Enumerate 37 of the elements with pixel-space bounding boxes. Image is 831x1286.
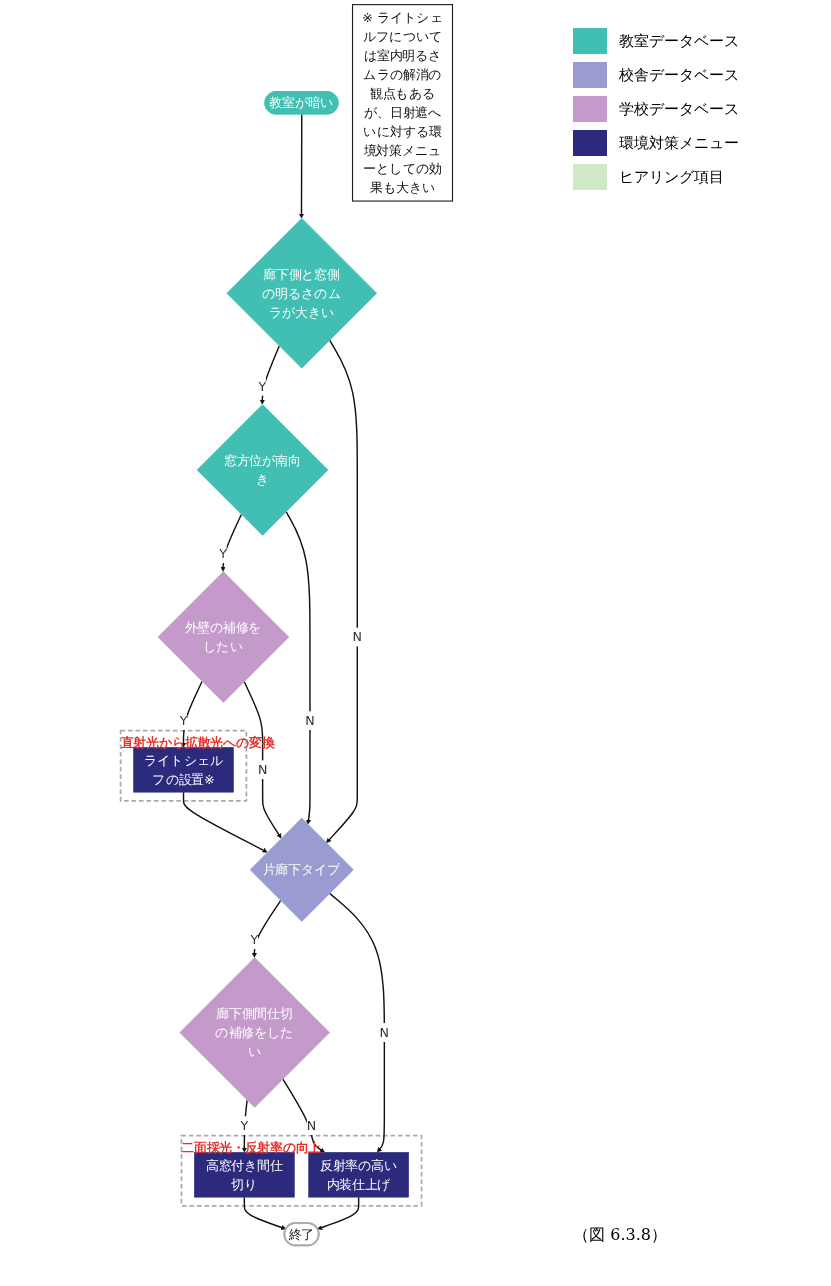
edge-label: Y	[258, 379, 267, 394]
arrow	[243, 680, 282, 839]
arrow	[317, 1196, 360, 1230]
figure-number: （図 6.3.8）	[573, 1225, 668, 1246]
arrow	[285, 510, 311, 825]
edge-label: Y	[240, 1118, 249, 1133]
arrow	[326, 339, 358, 844]
edge-label: Y	[250, 932, 259, 947]
arrow	[251, 899, 282, 958]
arrow	[282, 1078, 325, 1153]
legend-label: 教室データベース	[619, 31, 740, 51]
node-box: ※ ライトシェルフについては室内明るさムラの解消の観点もあるが、日射遮へいに対する環境対策メニューとしての効果も大きい	[351, 4, 454, 202]
node-diamond: 外壁の補修をしたい	[157, 571, 290, 703]
legend-label: 学校データベース	[619, 99, 740, 119]
arrow	[220, 513, 243, 572]
edge-label: N	[352, 629, 362, 645]
cluster	[119, 729, 248, 802]
arrow	[259, 345, 280, 405]
legend-label: 環境対策メニュー	[619, 133, 740, 153]
edge-label: Y	[219, 546, 227, 561]
arrow	[298, 113, 304, 219]
legend-label: 校舎データベース	[619, 65, 740, 85]
edge-label: N	[379, 1025, 390, 1040]
arrow	[328, 892, 386, 1153]
legend-label: ヒアリング項目	[619, 167, 725, 187]
edge-label: N	[305, 713, 315, 728]
edge-label: N	[257, 762, 268, 777]
arrow	[243, 1196, 287, 1230]
arrow	[182, 791, 268, 853]
node-diamond: 片廊下タイプ	[249, 817, 354, 922]
node-diamond: 廊下側と窓側の明るさのムラが大きい	[226, 218, 378, 369]
node-box: 反射率の高い内装仕上げ	[308, 1152, 409, 1198]
edge-label: Y	[179, 713, 188, 728]
node-diamond: 窓方位が南向き	[196, 404, 329, 536]
node-diamond: 廊下側間仕切の補修をしたい	[179, 957, 330, 1108]
edge-label: N	[306, 1118, 317, 1133]
arrow	[181, 680, 203, 748]
